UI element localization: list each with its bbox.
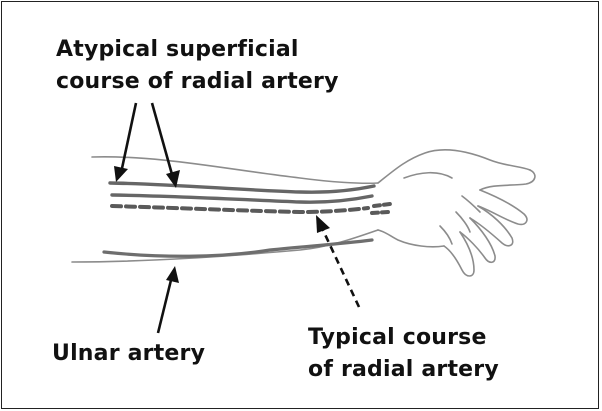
atypical-arrow-2 [152,103,173,178]
atypical-radial-line-upper [110,183,374,192]
finger-crease-2 [456,212,470,232]
typical-label: Typical course of radial artery [308,322,499,386]
thumb-top-edge [378,150,530,183]
ulnar-arrow [158,276,172,333]
typical-label-line-2: of radial artery [308,354,499,386]
atypical-label-line-2: course of radial artery [56,66,339,98]
finger-crease-1 [462,196,480,212]
thumb-tip [480,170,535,190]
forearm-top-edge [92,157,378,183]
atypical-radial-artery [110,183,374,202]
atypical-radial-line-lower [112,195,372,202]
ulnar-arrowhead [166,266,179,283]
typical-arrowhead [316,215,330,233]
typical-radial-dashes-top [374,204,390,206]
typical-radial-dashed-line [112,206,368,212]
ulnar-label: Ulnar artery [52,338,205,370]
atypical-arrow-1 [121,103,136,173]
atypical-arrowhead-1 [114,166,128,182]
wrist-crease [404,173,452,178]
atypical-label-line-1: Atypical superficial [56,34,339,66]
finger-little [444,232,474,276]
arrows [114,103,359,333]
typical-label-line-1: Typical course [308,322,499,354]
typical-arrow [322,228,359,307]
finger-index [478,190,527,224]
finger-crease-3 [440,226,452,244]
forearm-bottom-edge [72,230,378,262]
palm-bottom [378,230,444,247]
atypical-label: Atypical superficial course of radial ar… [56,34,339,98]
typical-radial-dashes-bottom [372,212,388,213]
typical-radial-artery [112,204,390,213]
